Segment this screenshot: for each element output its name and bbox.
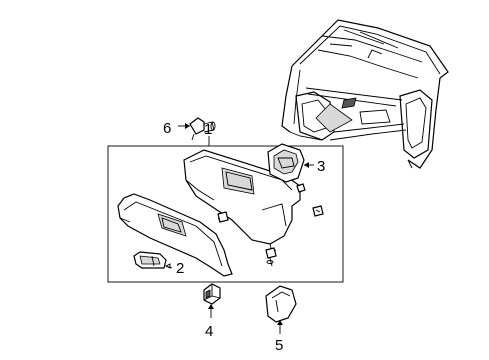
callout-2: 2 — [176, 260, 184, 277]
vehicle-rear-body-illustration — [281, 19, 449, 169]
clip-fastener — [296, 183, 306, 198]
clip-fastener — [312, 205, 324, 217]
callout-4: 4 — [205, 323, 213, 340]
handle-bezel-part-3 — [267, 143, 305, 183]
callout-5: 5 — [275, 337, 283, 354]
callout-1: 1 — [204, 121, 212, 138]
callout-3: 3 — [317, 158, 325, 175]
clip-fastener — [265, 247, 277, 267]
bracket-clip-part-4 — [203, 283, 221, 305]
push-pin-clip-part-6 — [189, 117, 216, 141]
pull-handle-part-2 — [133, 251, 167, 269]
clip-fastener — [217, 211, 229, 223]
callout-6: 6 — [163, 120, 171, 137]
trim-cover-part-5 — [265, 285, 297, 323]
assembly-frame-box — [107, 145, 344, 283]
